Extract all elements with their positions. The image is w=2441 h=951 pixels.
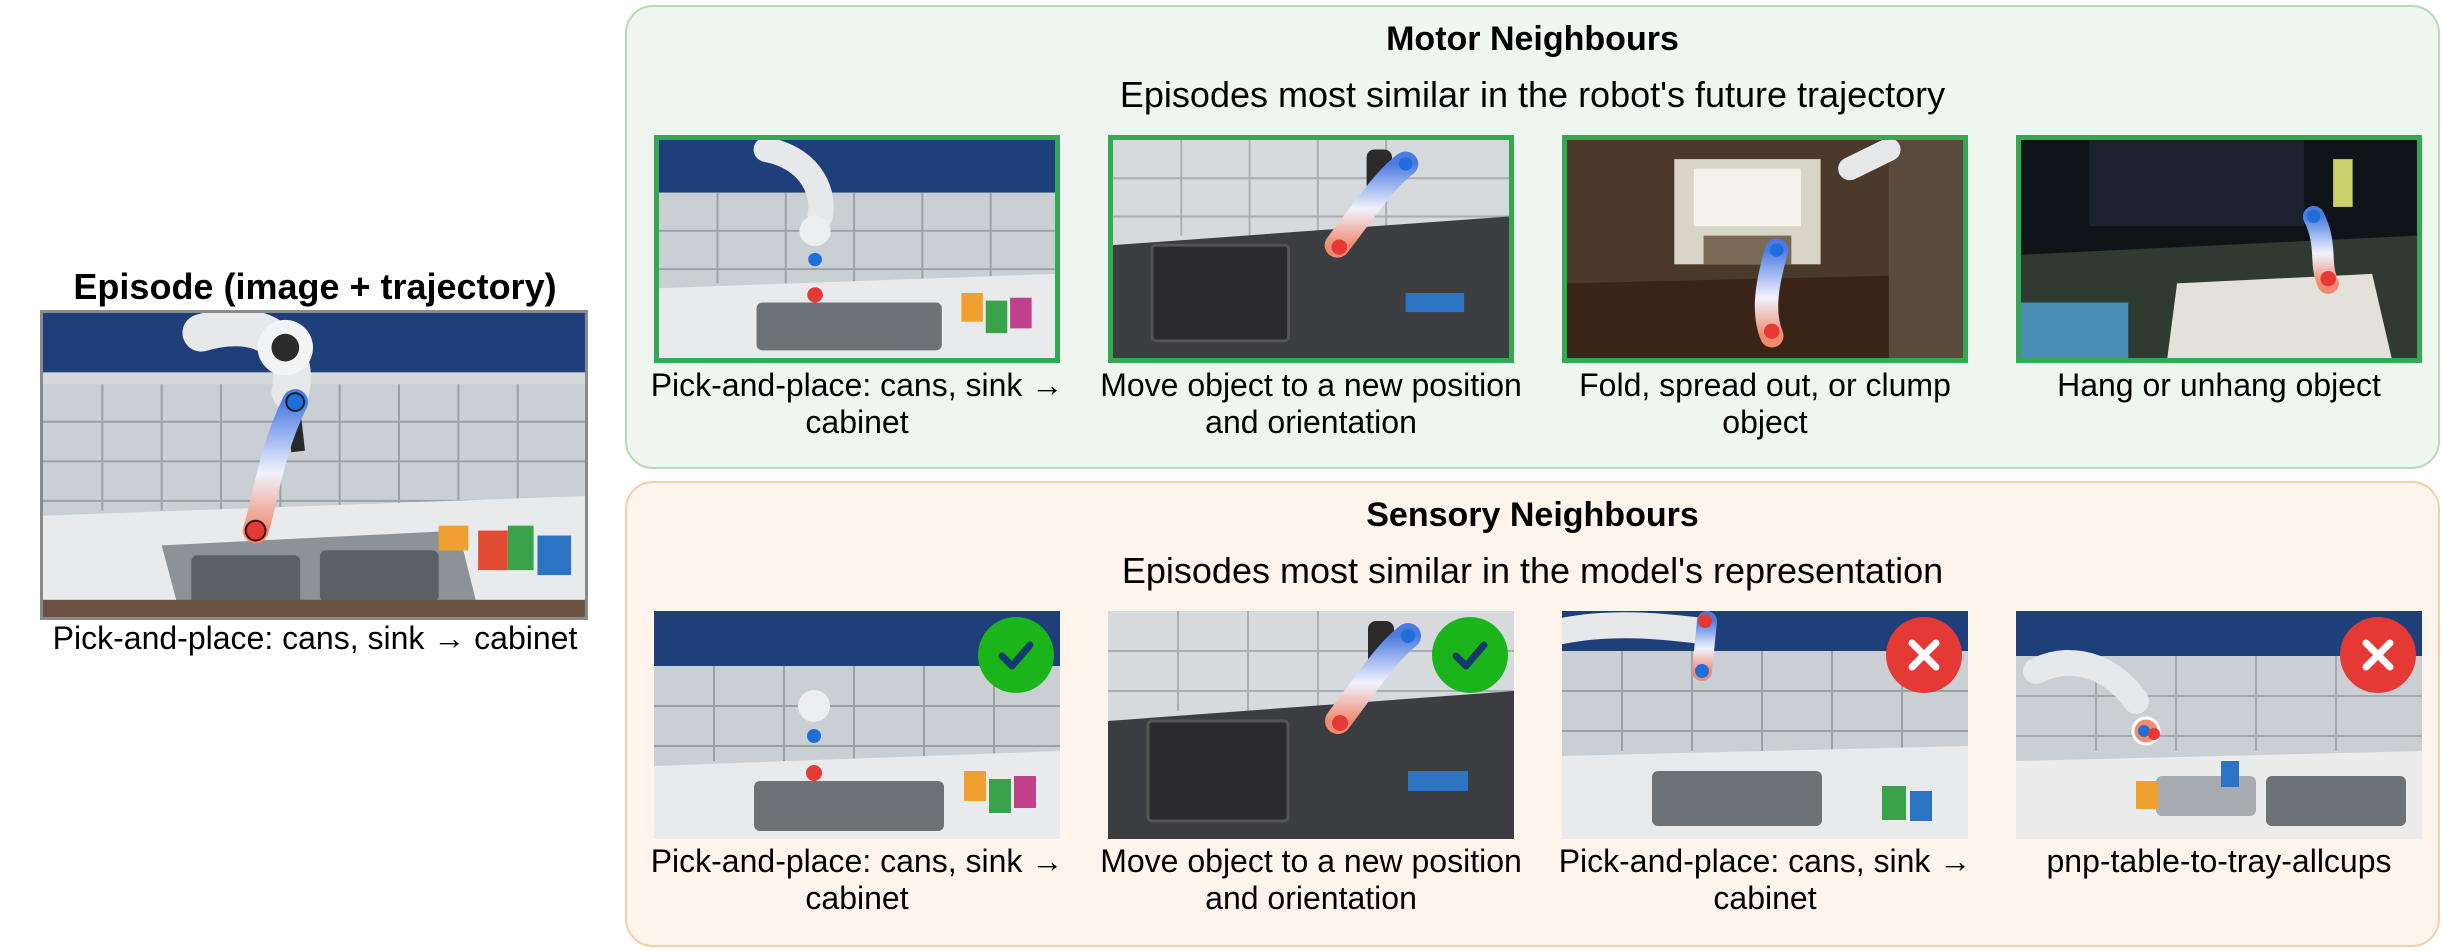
checkmark-icon	[1432, 617, 1508, 693]
query-episode-title: Episode (image + trajectory)	[73, 266, 557, 307]
sensory-panel-title: Sensory Neighbours	[1366, 496, 1699, 534]
motor-neighbours-panel: Motor Neighbours Episodes most similar i…	[625, 5, 2440, 469]
checkmark-icon	[978, 617, 1054, 693]
motor-neighbour-image-4	[2016, 135, 2422, 363]
sensory-neighbour-image-3	[1562, 611, 1968, 839]
motor-neighbour-caption-4: Hang or unhang object	[2057, 367, 2381, 403]
motor-neighbour-image-2	[1108, 135, 1514, 363]
motor-panel-title: Motor Neighbours	[1386, 20, 1679, 58]
sensory-neighbour-caption-3: Pick-and-place: cans, sink → cabinet	[1558, 843, 1972, 916]
cross-icon	[1886, 617, 1962, 693]
motor-panel-subtitle: Episodes most similar in the robot's fut…	[1119, 74, 1946, 115]
query-episode-caption: Pick-and-place: cans, sink → cabinet	[52, 620, 578, 656]
sensory-neighbour-caption-2: Move object to a new position and orient…	[1100, 843, 1522, 916]
sensory-panel-subtitle: Episodes most similar in the model's rep…	[1121, 550, 1944, 591]
sensory-neighbour-image-2	[1108, 611, 1514, 839]
motor-neighbour-caption-1: Pick-and-place: cans, sink → cabinet	[650, 367, 1064, 440]
cross-icon	[2340, 617, 2416, 693]
sensory-neighbour-caption-1: Pick-and-place: cans, sink → cabinet	[650, 843, 1064, 916]
query-episode-image	[40, 310, 588, 620]
motor-neighbour-image-3	[1562, 135, 1968, 363]
motor-neighbour-caption-3: Fold, spread out, or clump object	[1579, 367, 1951, 440]
sensory-neighbour-image-4	[2016, 611, 2422, 839]
sensory-neighbour-caption-4: pnp-table-to-tray-allcups	[2046, 843, 2392, 879]
sensory-neighbour-image-1	[654, 611, 1060, 839]
motor-neighbour-caption-2: Move object to a new position and orient…	[1100, 367, 1522, 440]
query-scene-illustration	[43, 313, 585, 617]
motor-neighbour-image-1	[654, 135, 1060, 363]
sensory-neighbours-panel: Sensory Neighbours Episodes most similar…	[625, 481, 2440, 947]
